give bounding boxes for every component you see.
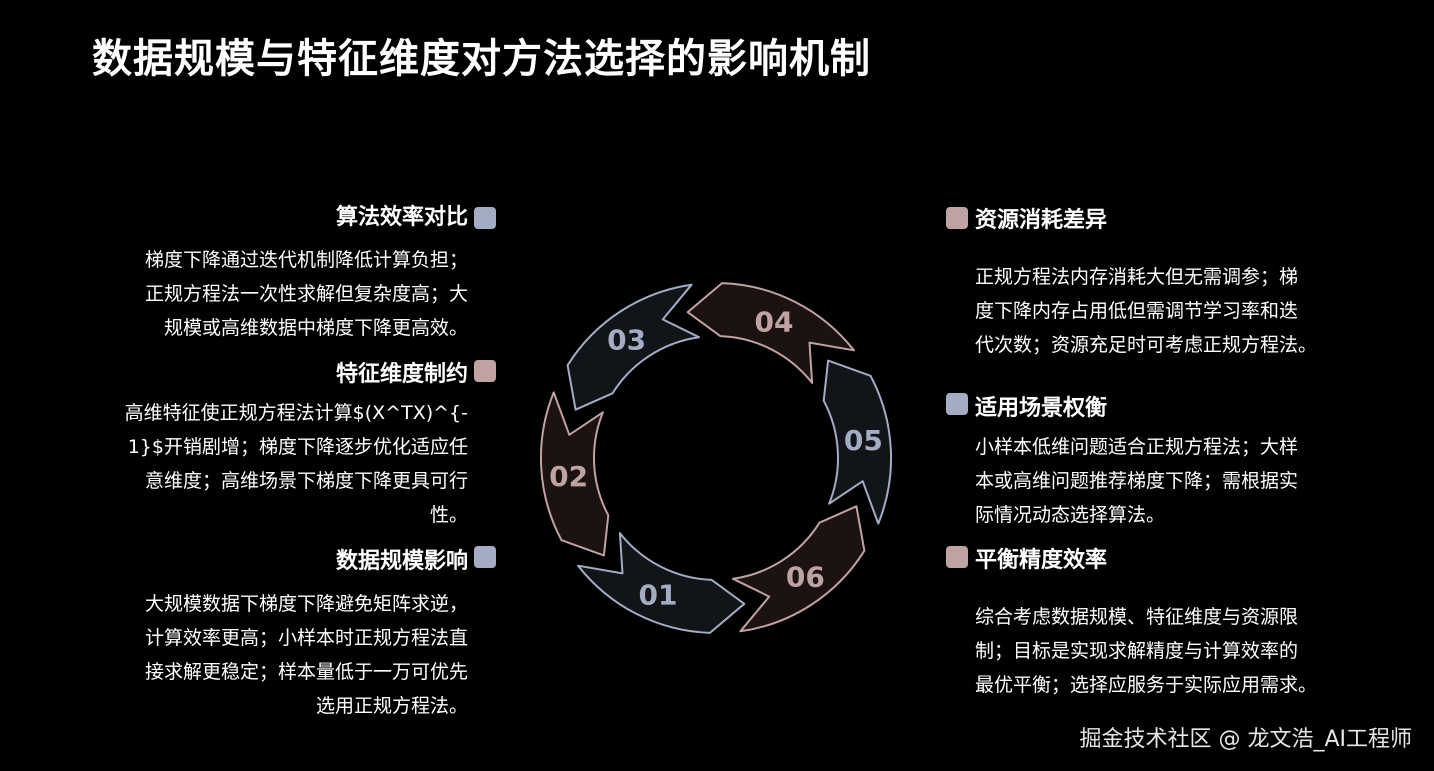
item-body: 梯度下降通过迭代机制降低计算负担； 正规方程法一次性求解但复杂度高；大 规模或高… xyxy=(68,243,468,345)
body-line: 综合考虑数据规模、特征维度与资源限 xyxy=(975,606,1299,628)
body-line: 正规方程法内存消耗大但无需调参；梯 xyxy=(975,266,1299,288)
item-body: 小样本低维问题适合正规方程法；大样 本或高维问题推荐梯度下降；需根据实 际情况动… xyxy=(975,430,1375,532)
body-line: 最优平衡；选择应服务于实际应用需求。 xyxy=(975,674,1318,696)
cycle-segment-03: 03 xyxy=(566,283,700,411)
left-item-algorithm-efficiency: 算法效率对比 梯度下降通过迭代机制降低计算负担； 正规方程法一次性求解但复杂度高… xyxy=(68,203,468,345)
item-heading: 数据规模影响 xyxy=(335,549,468,574)
body-line: 度下降内存占用低但需调节学习率和迭 xyxy=(975,300,1299,322)
body-line: 规模或高维数据中梯度下降更高效。 xyxy=(163,317,468,339)
cycle-segment-05: 05 xyxy=(822,359,893,525)
cycle-segment-01: 01 xyxy=(577,532,746,634)
body-line: 性。 xyxy=(429,504,468,526)
cycle-label: 01 xyxy=(639,579,678,612)
body-line: 本或高维问题推荐梯度下降；需根据实 xyxy=(975,470,1299,492)
body-line: 1}$开销剧增；梯度下降逐步优化适应任 xyxy=(127,436,468,458)
item-marker xyxy=(946,546,968,568)
cycle-arrow xyxy=(822,359,893,525)
left-item-data-scale: 数据规模影响 大规模数据下梯度下降避免矩阵求逆， 计算效率更高；小样本时正规方程… xyxy=(68,547,468,723)
cycle-label: 05 xyxy=(844,424,883,457)
item-body: 正规方程法内存消耗大但无需调参；梯 度下降内存占用低但需调节学习率和迭 代次数；… xyxy=(975,260,1375,362)
right-item-scenario-tradeoff: 适用场景权衡 小样本低维问题适合正规方程法；大样 本或高维问题推荐梯度下降；需根… xyxy=(975,394,1375,532)
cycle-arrow xyxy=(539,391,610,557)
body-line: 意维度；高维场景下梯度下降更具可行 xyxy=(144,470,468,492)
left-item-feature-dimension: 特征维度制约 高维特征使正规方程法计算$(X^TX)^{- 1}$开销剧增；梯度… xyxy=(68,360,468,532)
cycle-segment-02: 02 xyxy=(539,391,610,557)
item-heading: 特征维度制约 xyxy=(335,362,468,387)
body-line: 际情况动态选择算法。 xyxy=(975,504,1166,526)
item-marker xyxy=(474,207,496,229)
body-line: 高维特征使正规方程法计算$(X^TX)^{- xyxy=(124,402,468,424)
cycle-segment-06: 06 xyxy=(732,505,866,633)
item-heading: 适用场景权衡 xyxy=(975,396,1108,421)
body-line: 梯度下降通过迭代机制降低计算负担； xyxy=(144,249,468,271)
item-heading: 资源消耗差异 xyxy=(975,208,1108,233)
right-item-resource-consumption: 资源消耗差异 正规方程法内存消耗大但无需调参；梯 度下降内存占用低但需调节学习率… xyxy=(975,206,1375,362)
body-line: 正规方程法一次性求解但复杂度高；大 xyxy=(144,283,468,305)
page-title: 数据规模与特征维度对方法选择的影响机制 xyxy=(92,36,871,82)
cycle-arrow xyxy=(566,283,700,411)
cycle-label: 03 xyxy=(607,323,646,356)
body-line: 选用正规方程法。 xyxy=(315,695,468,717)
item-marker xyxy=(946,207,968,229)
item-marker xyxy=(946,393,968,415)
item-heading: 平衡精度效率 xyxy=(975,548,1108,573)
cycle-segment-04: 04 xyxy=(686,282,855,384)
body-line: 计算效率更高；小样本时正规方程法直 xyxy=(144,627,468,649)
cycle-arrow xyxy=(686,282,855,384)
cycle-arrow xyxy=(577,532,746,634)
watermark: 掘金技术社区 @ 龙文浩_AI工程师 xyxy=(1079,727,1412,752)
item-body: 综合考虑数据规模、特征维度与资源限 制；目标是实现求解精度与计算效率的 最优平衡… xyxy=(975,600,1375,702)
item-marker xyxy=(474,360,496,382)
body-line: 制；目标是实现求解精度与计算效率的 xyxy=(975,640,1299,662)
item-body: 大规模数据下梯度下降避免矩阵求逆， 计算效率更高；小样本时正规方程法直 接求解更… xyxy=(68,587,468,723)
right-item-balance-precision-efficiency: 平衡精度效率 综合考虑数据规模、特征维度与资源限 制；目标是实现求解精度与计算效… xyxy=(975,546,1375,702)
item-heading: 算法效率对比 xyxy=(335,205,468,230)
body-line: 大规模数据下梯度下降避免矩阵求逆， xyxy=(144,593,468,615)
item-body: 高维特征使正规方程法计算$(X^TX)^{- 1}$开销剧增；梯度下降逐步优化适… xyxy=(68,396,468,532)
cycle-label: 04 xyxy=(755,305,794,338)
cycle-arrow xyxy=(732,505,866,633)
cycle-label: 06 xyxy=(786,561,825,594)
body-line: 代次数；资源充足时可考虑正规方程法。 xyxy=(975,334,1318,356)
body-line: 小样本低维问题适合正规方程法；大样 xyxy=(975,436,1299,458)
body-line: 接求解更稳定；样本量低于一万可优先 xyxy=(144,661,468,683)
item-marker xyxy=(474,546,496,568)
cycle-label: 02 xyxy=(549,460,588,493)
